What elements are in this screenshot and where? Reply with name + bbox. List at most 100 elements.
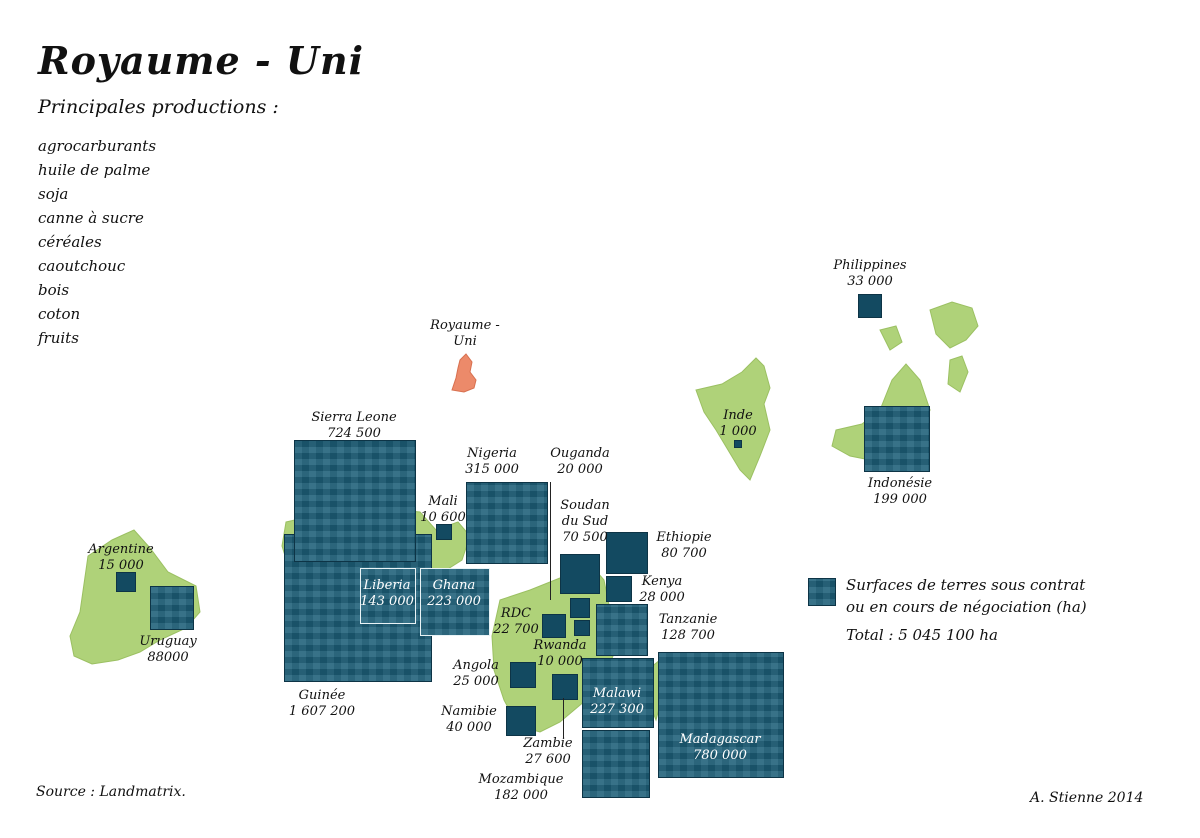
label-name: Angola: [453, 658, 499, 673]
label-value: 28 000: [639, 590, 685, 605]
label-value: 10 000: [537, 654, 583, 669]
production-item: coton: [38, 305, 81, 323]
label-name: Philippines: [833, 258, 907, 273]
square-zambie: [552, 674, 578, 700]
production-item: agrocarburants: [38, 137, 157, 155]
label-value: 182 000: [494, 788, 548, 803]
legend-swatch: [808, 578, 836, 606]
label-name: Nigeria: [467, 446, 517, 461]
label-value: 22 700: [493, 622, 539, 637]
label-mozambique: Mozambique 182 000: [466, 772, 576, 804]
land-islands: [929, 301, 979, 349]
production-item: caoutchouc: [38, 257, 126, 275]
square-tanzanie: [596, 604, 648, 656]
label-argentine: Argentine 15 000: [76, 542, 166, 574]
label-name: Zambie: [523, 736, 573, 751]
label-madagascar: Madagascar 780 000: [658, 732, 782, 764]
label-philippines: Philippines 33 000: [824, 258, 916, 290]
page-title: Royaume - Uni: [38, 38, 365, 83]
land-india: [695, 357, 771, 481]
land-united-kingdom: [451, 353, 477, 393]
square-inde: [734, 440, 742, 448]
label-value: 227 300: [590, 702, 644, 717]
production-item: céréales: [38, 233, 102, 251]
productions-heading: Principales productions :: [38, 96, 279, 118]
label-name: Indonésie: [867, 476, 933, 491]
label-name: Uruguay: [139, 634, 197, 649]
square-angola: [510, 662, 536, 688]
label-rdc: RDC 22 700: [488, 606, 544, 638]
land-south-america: [69, 529, 201, 665]
label-value: 143 000: [360, 594, 414, 609]
production-item: canne à sucre: [38, 209, 144, 227]
label-name: Inde: [723, 408, 753, 423]
investor-label-line2: Uni: [453, 334, 477, 349]
label-name: Tanzanie: [658, 612, 718, 627]
label-name: Liberia: [363, 578, 411, 593]
label-value: 25 000: [453, 674, 499, 689]
label-value: 128 700: [661, 628, 715, 643]
label-value: 20 000: [557, 462, 603, 477]
label-value: 1 607 200: [288, 704, 356, 719]
square-ethiopie: [606, 532, 648, 574]
label-value: 88000: [147, 650, 189, 665]
label-value: 315 000: [465, 462, 519, 477]
label-name: Mozambique: [478, 772, 564, 787]
productions-list: agrocarburants huile de palme soja canne…: [38, 134, 156, 350]
label-name: Sierra Leone: [311, 410, 397, 425]
square-philippines: [858, 294, 882, 318]
author-credit: A. Stienne 2014: [1030, 790, 1144, 806]
label-value: 70 500: [562, 530, 608, 545]
label-name: Namibie: [441, 704, 497, 719]
square-liberia: [360, 568, 416, 624]
leader-ouganda: [550, 482, 551, 600]
square-indonesie: [864, 406, 930, 472]
square-ghana: [420, 568, 490, 636]
label-nigeria: Nigeria 315 000: [460, 446, 524, 478]
label-name: Madagascar: [679, 732, 761, 747]
square-rdc: [542, 614, 566, 638]
label-name: du Sud: [561, 514, 609, 529]
label-ouganda: Ouganda 20 000: [538, 446, 622, 478]
label-malawi: Malawi 227 300: [582, 686, 652, 718]
square-rwanda: [574, 620, 590, 636]
label-name: Guinée: [298, 688, 346, 703]
label-rwanda: Rwanda 10 000: [528, 638, 592, 670]
label-value: 1 000: [719, 424, 757, 439]
square-mozambique: [582, 730, 650, 798]
leader-zambie: [563, 698, 564, 738]
legend-line-2: ou en cours de négociation (ha): [846, 598, 1087, 616]
square-kenya: [606, 576, 632, 602]
production-item: bois: [38, 281, 70, 299]
square-malawi: [582, 658, 654, 728]
label-value: 724 500: [327, 426, 381, 441]
label-angola: Angola 25 000: [444, 658, 508, 690]
square-namibie: [506, 706, 536, 736]
label-mali: Mali 10 600: [418, 494, 468, 526]
label-value: 27 600: [525, 752, 571, 767]
label-name: Ethiopie: [656, 530, 712, 545]
square-argentine: [116, 572, 136, 592]
label-indonesie: Indonésie 199 000: [858, 476, 942, 508]
label-name: Ghana: [432, 578, 476, 593]
label-value: 40 000: [446, 720, 492, 735]
land-islands-2: [947, 355, 969, 393]
square-ouganda: [570, 598, 590, 618]
label-name: Soudan: [560, 498, 610, 513]
label-value: 10 600: [420, 510, 466, 525]
label-value: 780 000: [693, 748, 747, 763]
label-ethiopie: Ethiopie 80 700: [648, 530, 720, 562]
production-item: soja: [38, 185, 69, 203]
legend-text: Surfaces de terres sous contrat ou en co…: [846, 574, 1087, 618]
square-madagascar: [658, 652, 784, 778]
label-value: 80 700: [661, 546, 707, 561]
label-liberia: Liberia 143 000: [360, 578, 414, 610]
label-soudan-du-sud: Soudan du Sud 70 500: [552, 498, 618, 546]
label-name: Malawi: [592, 686, 642, 701]
label-kenya: Kenya 28 000: [634, 574, 690, 606]
label-value: 33 000: [847, 274, 893, 289]
legend-line-1: Surfaces de terres sous contrat: [846, 576, 1086, 594]
square-sierra-leone: [294, 440, 416, 562]
square-nigeria: [466, 482, 548, 564]
